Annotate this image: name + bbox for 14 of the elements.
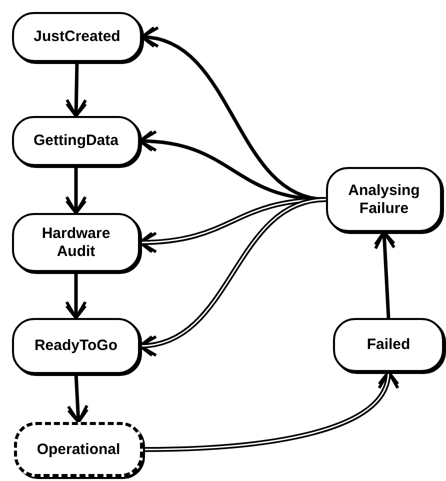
state-label: Hardware Audit	[40, 224, 112, 260]
state-box	[333, 318, 444, 372]
state-box	[326, 167, 442, 232]
state-label: JustCreated	[34, 28, 120, 46]
state-box	[12, 12, 142, 62]
state-box	[12, 116, 140, 166]
state-label: Analysing Failure	[347, 182, 421, 218]
state-box	[12, 213, 140, 272]
state-label: Operational	[36, 440, 120, 458]
state-label: Failed	[366, 336, 410, 354]
state-box	[14, 422, 143, 477]
state-label: ReadyToGo	[34, 337, 118, 355]
state-box	[12, 318, 140, 374]
state-label: GettingData	[33, 132, 118, 150]
